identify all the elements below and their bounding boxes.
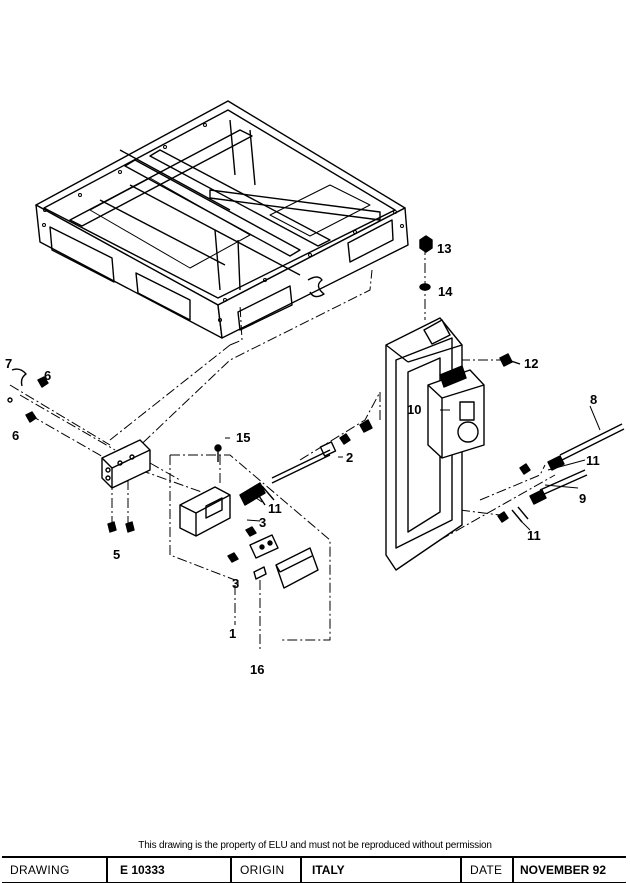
drawing-number: E 10333 — [106, 858, 230, 882]
callout-3a: 3 — [259, 515, 266, 530]
callout-2: 2 — [346, 450, 353, 465]
washer-14 — [419, 283, 431, 291]
date-value: NOVEMBER 92 — [512, 858, 626, 882]
mounting-bracket — [101, 439, 151, 489]
callout-1: 1 — [229, 626, 236, 641]
callout-14: 14 — [438, 284, 453, 299]
callout-13: 13 — [437, 241, 451, 256]
callout-8: 8 — [590, 392, 597, 407]
callout-10: 10 — [407, 402, 421, 417]
switch-box — [179, 444, 231, 537]
small-nuts-3 — [227, 526, 257, 563]
fittings-11 — [497, 463, 531, 523]
switch-plate — [249, 534, 279, 580]
frame-assembly — [35, 100, 409, 339]
callout-11b: 11 — [586, 453, 600, 468]
callout-leaders — [225, 405, 601, 584]
callout-11a: 11 — [268, 501, 282, 516]
nut-6b — [25, 411, 37, 423]
callout-7: 7 — [5, 356, 12, 371]
screw-12 — [499, 353, 521, 367]
rod-9 — [529, 469, 588, 505]
rod-8 — [547, 423, 625, 471]
callout-16: 16 — [250, 662, 264, 677]
callout-11c: 11 — [527, 528, 541, 543]
switch-unit-10 — [427, 365, 485, 459]
title-block: DRAWING E 10333 ORIGIN ITALY DATE NOVEMB… — [2, 856, 626, 883]
callout-6b: 6 — [12, 428, 19, 443]
exploded-parts-drawing: 1 2 3 3 5 6 6 7 8 9 10 11 11 11 12 13 14… — [5, 100, 625, 677]
origin-value: ITALY — [300, 858, 460, 882]
bolt-13 — [419, 235, 433, 253]
callout-9: 9 — [579, 491, 586, 506]
leader-lines — [9, 245, 556, 650]
callout-5: 5 — [113, 547, 120, 562]
date-label: DATE — [460, 858, 512, 882]
nut-6a — [37, 376, 49, 388]
callout-15: 15 — [236, 430, 250, 445]
fastener-7 — [7, 368, 27, 403]
callout-3b: 3 — [232, 576, 239, 591]
callout-12: 12 — [524, 356, 538, 371]
callout-6a: 6 — [44, 368, 51, 383]
drawing-label: DRAWING — [10, 863, 70, 877]
cable-2 — [239, 419, 373, 506]
switch-cover — [275, 547, 319, 589]
origin-label: ORIGIN — [230, 858, 300, 882]
copyright-notice: This drawing is the property of ELU and … — [138, 840, 492, 851]
screws-5 — [107, 521, 135, 533]
